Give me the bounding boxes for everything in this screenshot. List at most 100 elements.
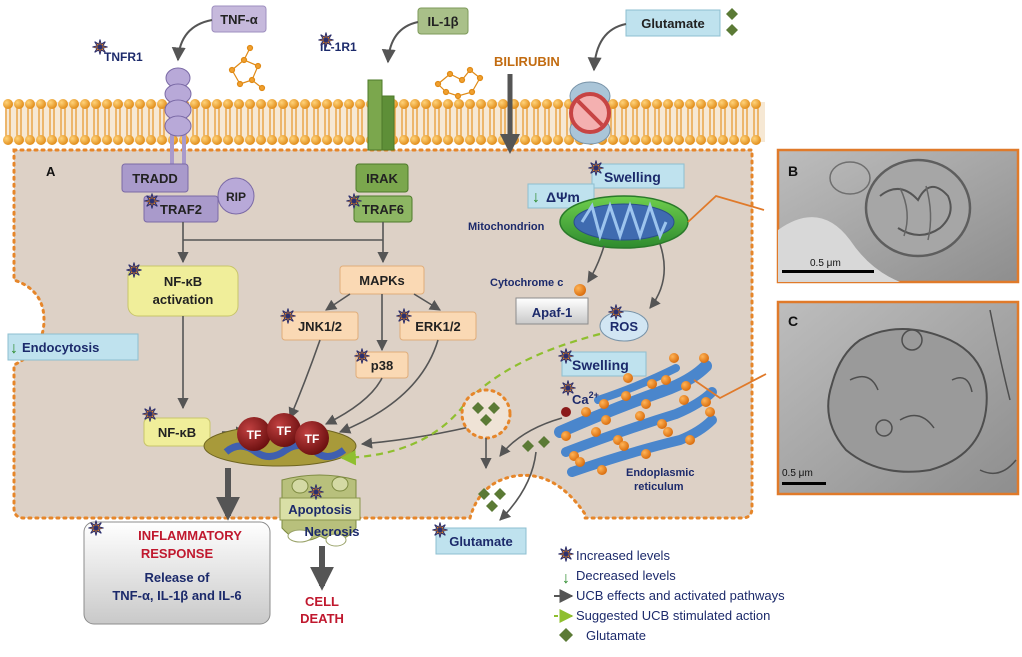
er-swelling-label: Swelling: [572, 357, 629, 373]
free-glutamate-diamonds: [478, 436, 550, 512]
em-panel-c: [776, 300, 1020, 496]
er-swelling-star-icon: [558, 348, 574, 364]
tf-1: [237, 417, 271, 451]
rip-circle: [217, 177, 255, 215]
release-line1: Release of: [144, 570, 210, 585]
legend-star-icon: [558, 546, 574, 562]
glutamate-release-arrow: [499, 451, 537, 521]
jnk-star-icon: [280, 308, 296, 324]
tf-3-label: TF: [305, 432, 320, 446]
legend-item-suggested: Suggested UCB stimulated action: [576, 608, 770, 623]
glutamate-diamond-top: [726, 8, 738, 20]
bilirubin-label: BILIRUBIN: [494, 54, 560, 69]
tf-1-label: TF: [247, 428, 262, 442]
tf-2-label: TF: [277, 424, 292, 438]
inflammatory-title-line1: INFLAMMATORY: [138, 528, 242, 543]
legend-item-effects: UCB effects and activated pathways: [576, 588, 785, 603]
panel-label-b: B: [788, 163, 798, 179]
adaptor-branch-lines: [177, 222, 389, 264]
inflammatory-star-icon: [88, 520, 104, 536]
legend-item-increased: Increased levels: [576, 548, 670, 563]
apaf1-box: [515, 297, 589, 325]
em-panel-b: [776, 148, 1020, 284]
er-label-line2: reticulum: [634, 481, 684, 493]
tf-3: [295, 421, 329, 455]
cell-death-line1: CELL: [305, 594, 339, 609]
endocytosis-label: Endocytosis: [22, 340, 99, 355]
legend: Increased levels ↓ Decreased levels UCB …: [554, 548, 785, 643]
glutamate-bottom-label: Glutamate: [449, 534, 513, 549]
er-label-line1: Endoplasmic: [626, 467, 694, 479]
nfkb-activation-line2: activation: [153, 292, 214, 307]
ca-release-arrow: [499, 417, 563, 457]
traf2-star-icon: [144, 193, 160, 209]
glutamate-transporter: [569, 81, 611, 145]
dpsi-label: ΔΨm: [546, 189, 580, 205]
irak-box: [355, 163, 409, 193]
nfkb-star-icon: [142, 406, 158, 422]
nfkb-box: [143, 417, 211, 447]
legend-item-decreased: Decreased levels: [576, 568, 676, 583]
ca-star-icon: [560, 380, 576, 396]
traf6-star-icon: [346, 193, 362, 209]
tradd-label: TRADD: [132, 171, 178, 186]
p38-star-icon: [354, 348, 370, 364]
traf2-box: [143, 195, 219, 223]
cell-death-line2: DEATH: [300, 611, 344, 626]
legend-down-arrow-icon: ↓: [562, 570, 570, 587]
glutamate-arrow-top: [587, 23, 627, 72]
cytc-molecule: [574, 284, 586, 296]
tnf-alpha-label: TNF-α: [220, 12, 258, 27]
tnfr1-star-icon: [92, 39, 108, 55]
glutamate-diamond-top-2: [726, 24, 738, 36]
erk-star-icon: [396, 308, 412, 324]
mapks-label: MAPKs: [359, 273, 405, 288]
mito-swelling-label: Swelling: [604, 169, 661, 185]
nfkb-activation-star-icon: [126, 262, 142, 278]
vesicle-glutamate-diamonds: [472, 402, 500, 426]
tnf-alpha-box: [211, 5, 267, 33]
legend-item-glutamate: Glutamate: [586, 628, 646, 643]
tnfr1-label: TNFR1: [104, 50, 143, 64]
apoptosis-label: Apoptosis: [288, 502, 352, 517]
scalebar-b-label: 0.5 μm: [810, 258, 841, 269]
release-line2: TNF-α, IL-1β and IL-6: [112, 588, 241, 603]
glutamate-top-box: [625, 9, 721, 37]
inflammatory-title-line2: RESPONSE: [141, 546, 214, 561]
er-ribosomes: [561, 353, 715, 475]
rip-label: RIP: [226, 190, 246, 204]
ros-ellipse: [599, 310, 649, 342]
il1r1-receptor: [367, 79, 395, 151]
p38-label: p38: [371, 358, 393, 373]
tnfr1-receptor: [164, 67, 192, 166]
apoptosis-star-icon: [308, 484, 324, 500]
cytc-arrow: [587, 245, 605, 283]
il1b-molecule: [434, 66, 484, 100]
tf-2: [267, 413, 301, 447]
connector-b: [687, 194, 765, 223]
traf6-label: TRAF6: [362, 202, 404, 217]
ros-label: ROS: [610, 319, 639, 334]
il1r1-star-icon: [318, 32, 334, 48]
ros-suggested-arrow: [340, 332, 601, 466]
glutamate-bottom-box: [435, 527, 527, 555]
necrosis-label: Necrosis: [305, 524, 360, 539]
connector-c: [693, 373, 767, 400]
glutamate-top-label: Glutamate: [641, 16, 705, 31]
mito-swelling-star-icon: [588, 160, 604, 176]
mitochondrion-label: Mitochondrion: [468, 221, 545, 233]
ros-arrow: [649, 243, 666, 309]
inflammatory-response-box: [83, 521, 271, 625]
panel-label-a: A: [46, 164, 56, 179]
apaf1-label: Apaf-1: [532, 305, 572, 320]
endocytosis-down-icon: ↓: [10, 340, 18, 357]
glutamate-star-icon: [432, 522, 448, 538]
ca-ion: [561, 407, 571, 417]
legend-diamond-icon: [559, 628, 573, 642]
mapk-branch-arrows: [325, 293, 441, 352]
cytc-label: Cytochrome c: [490, 277, 563, 289]
apoptosis-box: [279, 497, 361, 521]
er-swelling-box: [561, 351, 647, 377]
